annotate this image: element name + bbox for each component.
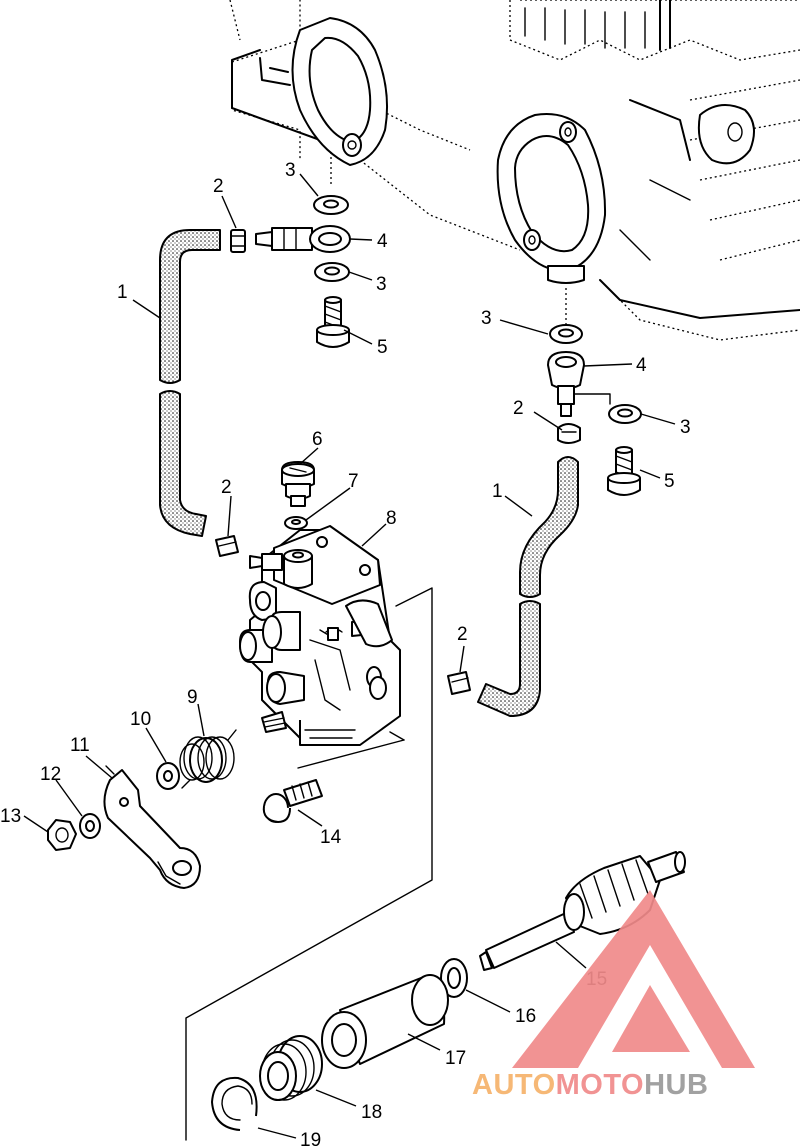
callout-16: 16 [515,1006,536,1027]
svg-text:AUTOMOTOHUB: AUTOMOTOHUB [472,1069,708,1101]
callout-3-right-upper: 3 [481,308,492,329]
washer-spring [156,762,180,790]
bushing [321,974,449,1069]
banjo-fitting-left [255,225,351,253]
callout-19: 19 [300,1130,321,1148]
callout-3-top: 3 [285,160,296,181]
callout-3-right-lower: 3 [680,417,691,438]
callout-17: 17 [445,1048,466,1069]
watermark-logo: AUTOMOTOHUB [472,890,755,1101]
hose-clamp-right-upper [557,423,581,444]
callout-2-top-left: 2 [213,176,224,197]
lever-nut [47,819,77,851]
spring [179,729,237,789]
hose-right-lower [477,600,541,717]
watermark-auto: AUTO [472,1069,556,1101]
callout-7: 7 [348,471,359,492]
thrust-washer [440,958,468,998]
banjo-fitting-right [547,351,611,417]
callout-11: 11 [70,735,90,756]
callout-10: 10 [130,709,151,730]
callout-4-left: 4 [377,231,388,252]
callout-9: 9 [187,687,198,708]
washer-top-left-upper [313,195,349,215]
seal [259,1035,323,1101]
callout-3-mid-left: 3 [376,274,387,295]
callout-1-left: 1 [117,282,128,303]
engine-block [229,0,800,341]
banjo-bolt-left [316,296,350,348]
pump-lever [103,765,201,889]
callout-1-right: 1 [492,481,503,502]
hose-right-upper [519,456,579,598]
washer-right-lower [608,404,642,424]
assembly-frame [185,587,433,1141]
banjo-bolt-right [607,446,641,496]
callout-2-right-lower: 2 [457,624,468,645]
bleed-screw [281,461,315,507]
callout-5-right: 5 [664,471,675,492]
callout-18: 18 [361,1102,382,1123]
leader-lines [23,173,676,1139]
callout-13: 13 [0,806,21,827]
watermark-triangle-icon [512,890,755,1068]
callout-2-right-upper: 2 [513,398,524,419]
snap-ring [211,1076,258,1131]
hose-clamp-right-lower [447,671,471,695]
callout-labels: 1 1 2 2 2 2 3 3 3 3 4 4 5 5 6 7 8 9 10 1… [0,160,691,1148]
callout-2-pump-left: 2 [221,477,232,498]
hose-clamp-top-left [230,229,246,253]
hose-left-upper [159,229,221,384]
callout-12: 12 [40,764,61,785]
washer-right-upper [549,324,583,344]
callout-6: 6 [312,429,323,450]
callout-5-left: 5 [377,337,388,358]
watermark-moto: MOTO [556,1069,644,1101]
washer-bleed-screw [284,516,308,530]
callout-8: 8 [386,508,397,529]
callout-14: 14 [320,827,342,848]
hose-left-lower [159,390,207,537]
oil-pump-body [239,525,401,746]
mounting-screw [262,779,323,823]
washer-top-left-lower [314,262,350,282]
hose-clamp-pump-left [215,535,239,557]
lock-washer [79,813,101,839]
watermark-hub: HUB [644,1069,708,1101]
callout-4-right: 4 [636,355,647,376]
